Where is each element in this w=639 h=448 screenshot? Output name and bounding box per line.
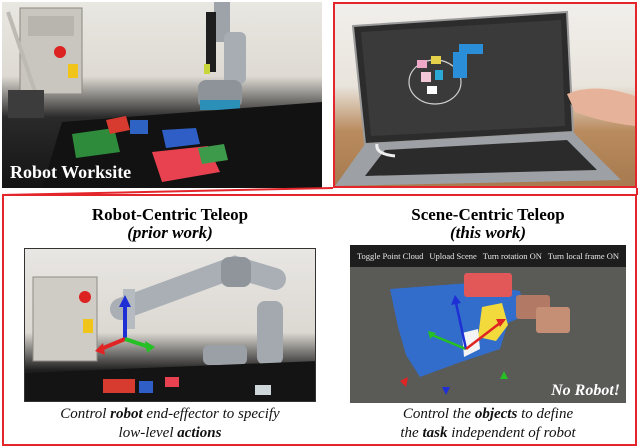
toggle-point-cloud-button[interactable]: Toggle Point Cloud [356, 251, 424, 261]
robot-teleop-illustration [25, 255, 315, 401]
robot-centric-title: Robot-Centric Teleop [91, 205, 249, 224]
robot-centric-desc-line-1: Control robot end-effector to specify [60, 406, 280, 422]
robot-centric-photo [24, 248, 316, 402]
turn-rotation-on-button[interactable]: Turn rotation ON [482, 251, 542, 261]
laptop-illustration [335, 10, 635, 186]
scene-centric-title: Scene-Centric Teleop [411, 205, 565, 224]
scene-editor-viewport[interactable]: Toggle Point Cloud Upload Scene Turn rot… [350, 245, 626, 403]
upload-scene-button[interactable]: Upload Scene [429, 251, 477, 261]
robot-centric-desc-line-2: low-level actions [118, 425, 222, 441]
scene-centric-description: Control the objects to define the task i… [350, 405, 626, 443]
worksite-illustration [6, 2, 322, 188]
scene-centric-subtitle: (this work) [449, 223, 527, 242]
turn-local-frame-on-button[interactable]: Turn local frame ON [547, 251, 620, 261]
scene-centric-desc-line-1: Control the objects to define [402, 406, 574, 422]
worksite-caption: Robot Worksite [10, 162, 132, 182]
robot-worksite-photo: Robot Worksite [2, 2, 322, 188]
no-robot-overlay: No Robot! [551, 382, 620, 399]
laptop-photo [333, 2, 637, 188]
scene-menu-bar: Toggle Point Cloud Upload Scene Turn rot… [350, 245, 626, 267]
scene-centric-desc-line-2: the task independent of robot [400, 425, 576, 441]
robot-centric-description: Control robot end-effector to specify lo… [24, 405, 316, 443]
point-cloud-scene [390, 273, 570, 395]
robot-centric-subtitle: (prior work) [127, 223, 213, 242]
